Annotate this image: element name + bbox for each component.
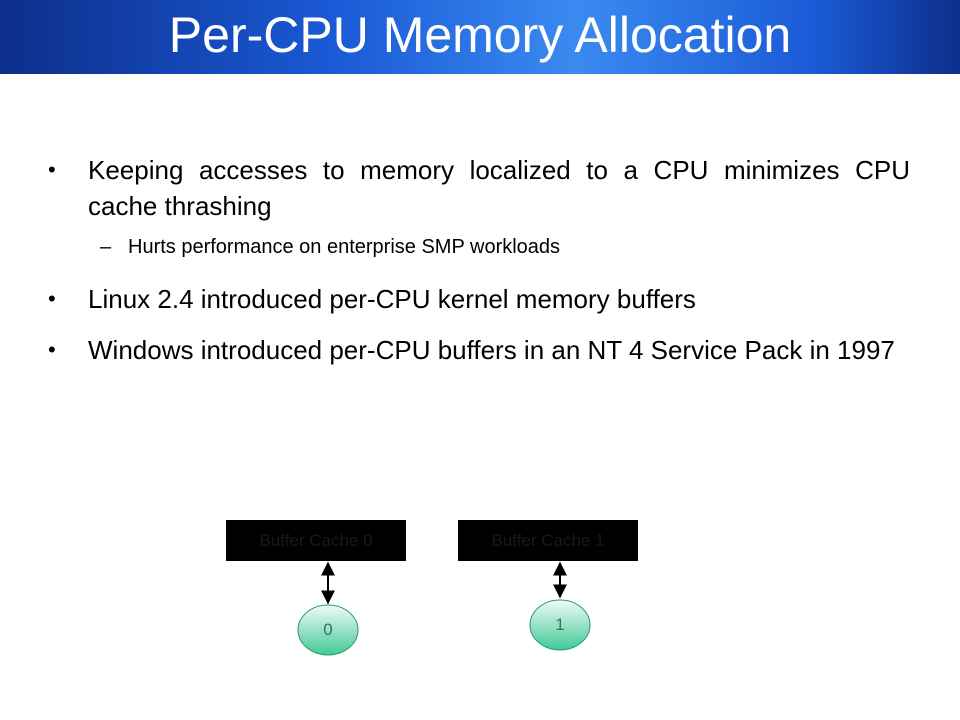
cpu-1-label: 1 [555, 615, 565, 634]
bullet-text: Windows introduced per-CPU buffers in an… [88, 335, 895, 365]
bullet-item: • Windows introduced per-CPU buffers in … [48, 332, 910, 368]
buffer-cache-1: Buffer Cache 1 [458, 520, 638, 561]
cpu-0-node [297, 604, 359, 656]
bullet-dot-icon: • [48, 286, 56, 311]
bullet-item: • Linux 2.4 introduced per-CPU kernel me… [48, 281, 910, 317]
sub-bullet-item: – Hurts performance on enterprise SMP wo… [48, 233, 910, 261]
bullet-list: • Keeping accesses to memory localized t… [48, 152, 910, 383]
bullet-dot-icon: • [48, 157, 56, 182]
dash-icon: – [100, 236, 112, 258]
cpu-1-node [529, 599, 591, 651]
bullet-dot-icon: • [48, 337, 56, 362]
bullet-text: Linux 2.4 introduced per-CPU kernel memo… [88, 284, 696, 314]
slide-title: Per-CPU Memory Allocation [168, 7, 792, 63]
sub-bullet-text: Hurts performance on enterprise SMP work… [128, 236, 561, 258]
bullet-text: Keeping accesses to memory localized to … [88, 155, 910, 221]
buffer-cache-0: Buffer Cache 0 [226, 520, 406, 561]
cpu-0-label: 0 [323, 620, 333, 639]
title-bar: Per-CPU Memory Allocation [0, 0, 960, 74]
bullet-item: • Keeping accesses to memory localized t… [48, 152, 910, 224]
